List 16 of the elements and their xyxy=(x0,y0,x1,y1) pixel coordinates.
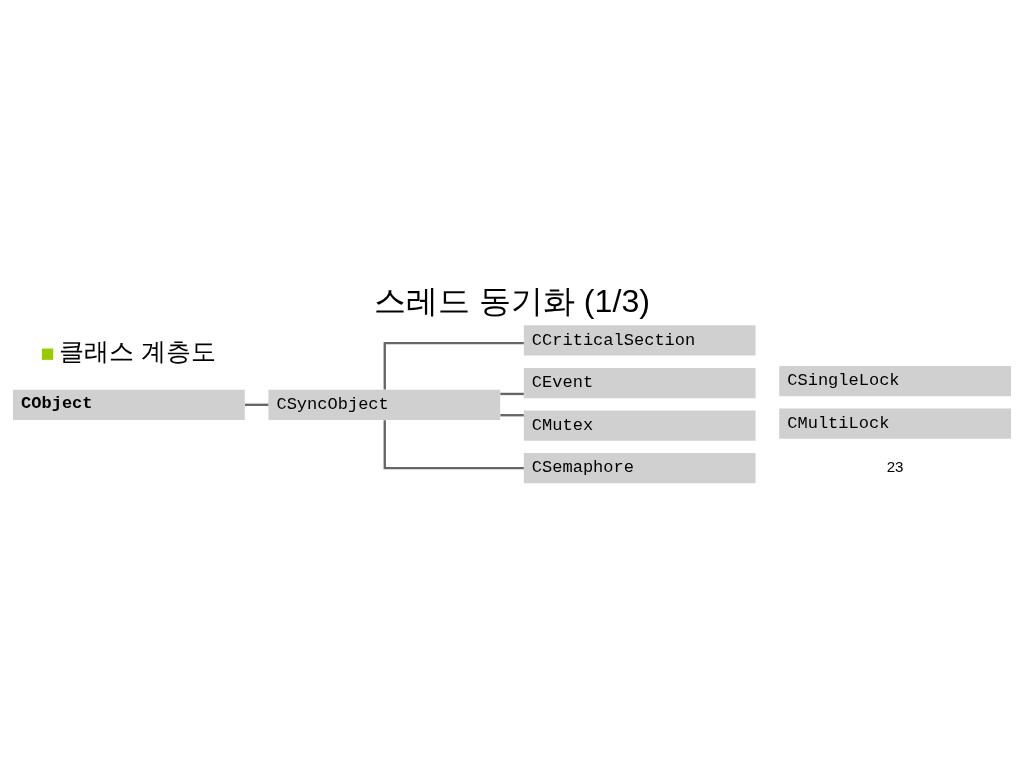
label: 23 xyxy=(886,457,904,475)
node-box: CMultiLock xyxy=(779,408,1011,439)
connector xyxy=(383,341,524,390)
connector xyxy=(500,414,524,417)
connector xyxy=(245,403,269,406)
node-box: CMutex xyxy=(523,410,756,441)
diagram-title: 스레드 동기화 (1/3) xyxy=(374,283,650,320)
node-box: CSingleLock xyxy=(779,366,1011,397)
node-box: CObject xyxy=(13,389,245,420)
node-box: CEvent xyxy=(523,367,756,399)
connector xyxy=(383,420,524,470)
node-box: CSyncObject xyxy=(268,389,501,420)
node-box: CCriticalSection xyxy=(523,325,756,356)
label: 클래스 계층도 xyxy=(58,338,216,366)
connector xyxy=(500,392,524,396)
node-box: CSemaphore xyxy=(523,453,756,484)
